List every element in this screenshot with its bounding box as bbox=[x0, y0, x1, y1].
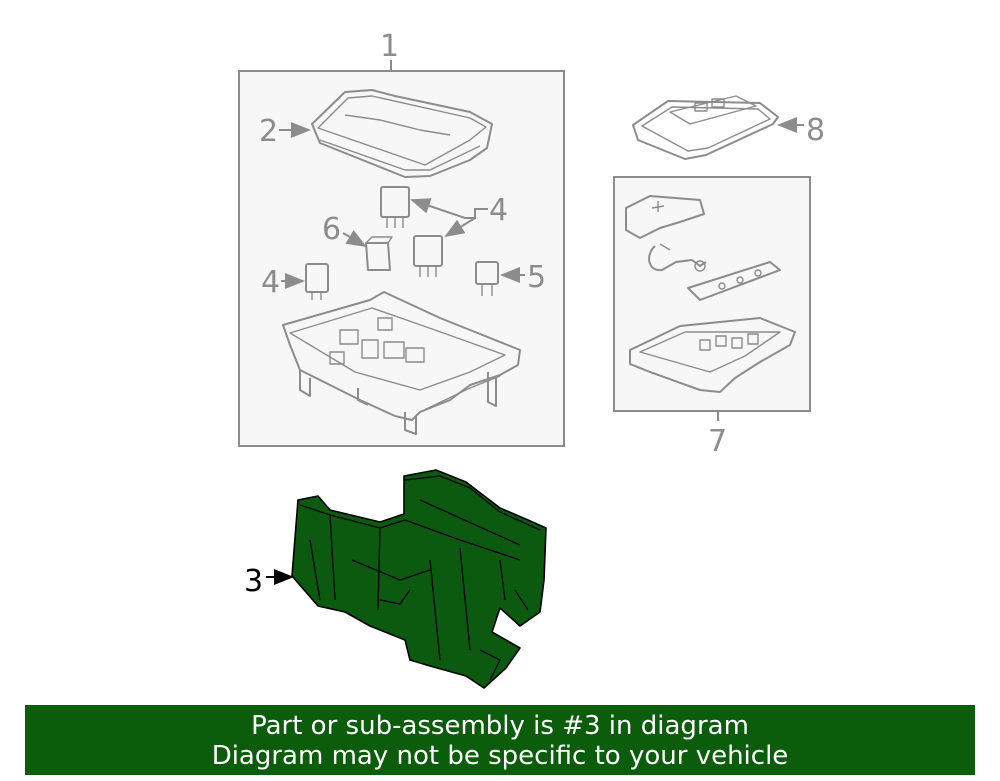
banner-line-1: Part or sub-assembly is #3 in diagram bbox=[251, 711, 749, 741]
fuse-part bbox=[475, 261, 499, 296]
callout-2-label: 2 bbox=[259, 114, 278, 149]
relay-lower-part bbox=[305, 263, 329, 300]
callout-4-leader-middle bbox=[444, 217, 476, 238]
terminal-strip-part bbox=[687, 261, 781, 301]
mini-fuse-block-part bbox=[629, 317, 796, 393]
fuse-block-body-part bbox=[282, 291, 521, 435]
fuse-box-cover-part bbox=[311, 89, 493, 178]
callout-8-label: 8 bbox=[806, 113, 825, 148]
callout-6-leader bbox=[342, 229, 367, 248]
assembly-7-group: 7 bbox=[613, 176, 811, 459]
assembly-1-group: 1 2 4 6 bbox=[238, 29, 565, 447]
lower-housing-3-highlighted-part bbox=[291, 469, 547, 689]
callout-5-label: 5 bbox=[527, 260, 546, 295]
relay-upper-part bbox=[380, 186, 410, 228]
callout-7-label: 7 bbox=[708, 424, 727, 459]
callout-4-label-upper: 4 bbox=[489, 193, 508, 228]
mini-relay-part bbox=[365, 236, 393, 271]
banner-line-2: Diagram may not be specific to your vehi… bbox=[211, 741, 789, 771]
fuse-block-cover-8-part bbox=[632, 95, 779, 160]
assembly-1-frame bbox=[238, 70, 565, 447]
terminal-cover-part bbox=[625, 195, 705, 239]
battery-cable-part bbox=[648, 243, 707, 272]
callout-4-label-lower: 4 bbox=[261, 265, 280, 300]
info-banner: Part or sub-assembly is #3 in diagram Di… bbox=[25, 705, 975, 775]
callout-6-label: 6 bbox=[322, 212, 341, 247]
callout-1-label: 1 bbox=[380, 29, 399, 64]
callout-3-label: 3 bbox=[244, 564, 263, 599]
assembly-7-frame bbox=[613, 176, 811, 412]
relay-middle-part bbox=[413, 235, 443, 277]
